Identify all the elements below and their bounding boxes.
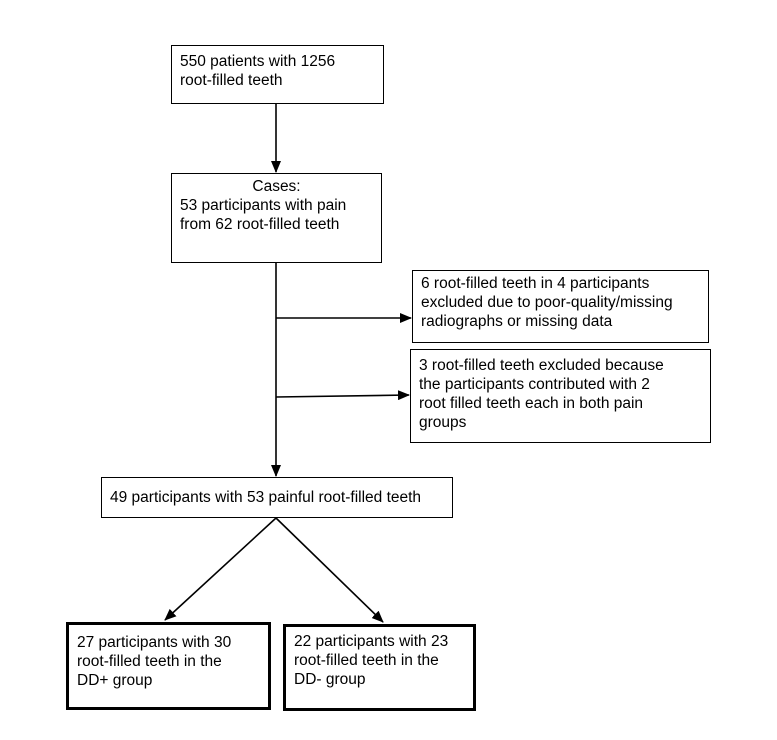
dd-minus-group-box: 22 participants with 23 root-filled teet… (283, 624, 476, 711)
dd-plus-group-box: 27 participants with 30 root-filled teet… (66, 622, 271, 710)
exclusion-1-line-2: excluded due to poor-quality/missing (421, 294, 673, 311)
exclusion-1-line-1: 6 root-filled teeth in 4 participants (421, 275, 650, 292)
start-line-1: 550 patients with 1256 (180, 53, 336, 70)
exclusion-2-line-1: 3 root-filled teeth excluded because (419, 357, 664, 374)
included-box: 49 participants with 53 painful root-fil… (101, 477, 453, 518)
arrow-to-exclusion-2 (275, 390, 410, 401)
exclusion-2-line-3: root filled teeth each in both pain (419, 395, 644, 412)
exclusion-box-1: 6 root-filled teeth in 4 participants ex… (412, 270, 709, 343)
start-line-2: root-filled teeth (180, 72, 283, 89)
start-box: 550 patients with 1256 root-filled teeth (171, 45, 384, 104)
exclusion-2-line-4: groups (419, 414, 467, 431)
cases-heading: Cases: (252, 178, 301, 195)
dd-plus-line-1: 27 participants with 30 (77, 634, 232, 651)
cases-box: Cases: 53 participants with pain from 62… (171, 173, 382, 263)
included-line-1: 49 participants with 53 painful root-fil… (110, 489, 422, 506)
dd-plus-line-3: DD+ group (77, 672, 153, 689)
exclusion-box-2: 3 root-filled teeth excluded because the… (410, 349, 711, 443)
arrow-to-dd-minus (275, 517, 384, 623)
exclusion-1-line-3: radiographs or missing data (421, 313, 613, 330)
exclusion-2-line-2: the participants contributed with 2 (419, 376, 650, 393)
dd-minus-line-3: DD- group (294, 671, 366, 688)
dd-minus-line-1: 22 participants with 23 (294, 633, 449, 650)
arrow-to-dd-plus (164, 517, 277, 621)
cases-line-3: from 62 root-filled teeth (180, 216, 340, 233)
dd-minus-line-2: root-filled teeth in the (294, 652, 439, 669)
dd-plus-line-2: root-filled teeth in the (77, 653, 222, 670)
cases-line-2: 53 participants with pain (180, 197, 347, 214)
